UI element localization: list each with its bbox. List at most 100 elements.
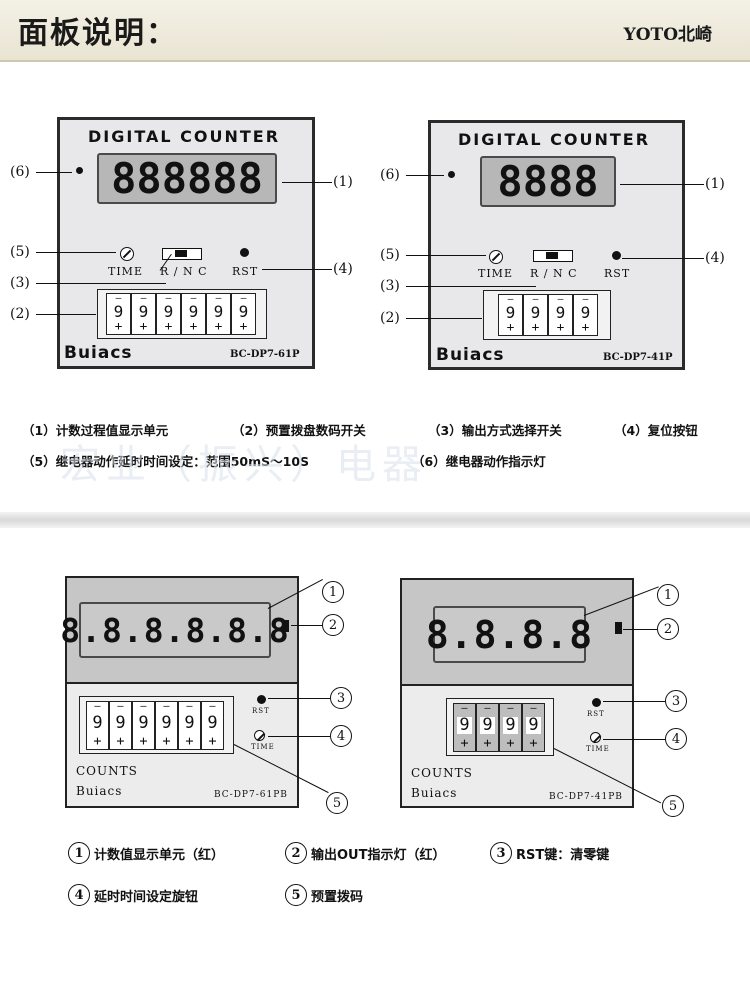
thumbwheel-value: 9 (503, 715, 518, 736)
thumbwheel-plus[interactable]: + (139, 319, 148, 335)
thumbwheel-minus[interactable]: — (115, 293, 122, 304)
thumbwheel-minus[interactable]: — (484, 703, 491, 714)
thumbwheel-digit[interactable]: —9+ (181, 293, 206, 335)
thumbwheel-minus[interactable]: — (140, 701, 147, 712)
thumbwheel-digit[interactable]: —9+ (499, 703, 522, 752)
thumbwheel-minus[interactable]: — (532, 294, 539, 305)
reset-button[interactable] (240, 248, 249, 257)
thumbwheel-value: 9 (182, 713, 197, 734)
thumbwheel-minus[interactable]: — (117, 701, 124, 712)
thumbwheel-digit[interactable]: —9+ (178, 701, 201, 750)
thumbwheel-minus[interactable]: — (240, 293, 247, 304)
num-callout-3: 3 (330, 687, 352, 709)
num-marker: 4 (68, 884, 90, 906)
header-bar (0, 0, 750, 62)
thumbwheel-plus[interactable]: + (531, 320, 540, 336)
thumbwheel-digit[interactable]: —9+ (231, 293, 256, 335)
time-adjust-knob[interactable] (590, 732, 601, 743)
thumbwheel-digit[interactable]: —9+ (156, 293, 181, 335)
display-6digit-dotted: 8.8.8.8.8.8 (60, 602, 289, 658)
thumbwheel-minus[interactable]: — (165, 293, 172, 304)
thumbwheel-minus[interactable]: — (186, 701, 193, 712)
thumbwheel-digit[interactable]: —9+ (201, 701, 224, 750)
time-adjust-knob[interactable] (489, 250, 503, 264)
thumbwheel-plus[interactable]: + (460, 735, 469, 752)
time-adjust-knob[interactable] (120, 247, 134, 261)
thumbwheel-minus[interactable]: — (507, 703, 514, 714)
thumbwheel-digit[interactable]: —9+ (206, 293, 231, 335)
callout-line (262, 269, 332, 270)
thumbwheel-value: 9 (186, 302, 201, 322)
legend-label: 输出OUT指示灯（红） (311, 847, 446, 863)
thumbwheel-minus[interactable]: — (163, 701, 170, 712)
callout-5: (5) (10, 244, 30, 260)
thumbwheel-digit[interactable]: —9+ (523, 294, 548, 336)
reset-button[interactable] (257, 695, 266, 704)
thumbwheel-digit[interactable]: —9+ (155, 701, 178, 750)
thumbwheel-digit[interactable]: —9+ (453, 703, 476, 752)
thumbwheel-plus[interactable]: + (506, 320, 515, 336)
thumbwheel-minus[interactable]: — (507, 294, 514, 305)
thumbwheel-minus[interactable]: — (557, 294, 564, 305)
brand-name: Buiacs (411, 786, 458, 800)
callout-2: (2) (10, 306, 30, 322)
thumbwheel-plus[interactable]: + (185, 733, 194, 750)
thumbwheel-minus[interactable]: — (461, 703, 468, 714)
thumbwheel-plus[interactable]: + (93, 733, 102, 750)
thumbwheel-plus[interactable]: + (581, 320, 590, 336)
thumbwheel-digit[interactable]: —9+ (106, 293, 131, 335)
time-label: TIME (251, 743, 275, 751)
thumbwheel-digit[interactable]: —9+ (86, 701, 109, 750)
reset-button[interactable] (592, 698, 601, 707)
num-marker: 1 (68, 842, 90, 864)
thumbwheel-value: 9 (211, 302, 226, 322)
thumbwheel-plus[interactable]: + (483, 735, 492, 752)
counts-label: COUNTS (76, 764, 138, 778)
thumbwheel-digit[interactable]: —9+ (132, 701, 155, 750)
thumbwheel-plus[interactable]: + (214, 319, 223, 335)
thumbwheel-plus[interactable]: + (189, 319, 198, 335)
thumbwheel-digit[interactable]: —9+ (573, 294, 598, 336)
thumbwheel-plus[interactable]: + (506, 735, 515, 752)
thumbwheel-digit[interactable]: —9+ (476, 703, 499, 752)
num-callout-2: 2 (322, 614, 344, 636)
thumbwheel-digit[interactable]: —9+ (131, 293, 156, 335)
thumbwheel-plus[interactable]: + (116, 733, 125, 750)
display-6digit: 888888 (97, 153, 277, 204)
thumbwheel-plus[interactable]: + (162, 733, 171, 750)
thumbwheel-minus[interactable]: — (215, 293, 222, 304)
legend-item-5: 5 预置拨码 (285, 884, 363, 906)
thumbwheel-plus[interactable]: + (164, 319, 173, 335)
thumbwheel-plus[interactable]: + (139, 733, 148, 750)
thumbwheel-minus[interactable]: — (582, 294, 589, 305)
reset-button[interactable] (612, 251, 621, 260)
thumbwheel-minus[interactable]: — (94, 701, 101, 712)
thumbwheel-minus[interactable]: — (530, 703, 537, 714)
thumbwheel-digit[interactable]: —9+ (548, 294, 573, 336)
thumbwheel-plus[interactable]: + (529, 735, 538, 752)
output-mode-switch[interactable] (533, 250, 573, 262)
callout-line (603, 739, 665, 740)
thumbwheel-digit[interactable]: —9+ (522, 703, 545, 752)
out-indicator-lamp (615, 622, 622, 634)
description-6: （6）继电器动作指示灯 (412, 454, 546, 469)
thumbwheel-plus[interactable]: + (208, 733, 217, 750)
thumbwheel-minus[interactable]: — (140, 293, 147, 304)
thumbwheel-value: 9 (90, 713, 105, 734)
callout-4: (4) (705, 250, 725, 266)
thumbwheel-plus[interactable]: + (114, 319, 123, 335)
thumbwheel-plus[interactable]: + (239, 319, 248, 335)
display-4digit-dotted: 8.8.8.8 (426, 606, 592, 663)
legend-item-3: 3 RST键：清零键 (490, 842, 609, 864)
thumbwheel-value: 9 (161, 302, 176, 322)
callout-line (603, 701, 665, 702)
thumbwheel-minus[interactable]: — (190, 293, 197, 304)
thumbwheel-digit[interactable]: —9+ (109, 701, 132, 750)
thumbwheel-digit[interactable]: —9+ (498, 294, 523, 336)
thumbwheel-minus[interactable]: — (209, 701, 216, 712)
thumbwheel-plus[interactable]: + (556, 320, 565, 336)
callout-line (36, 283, 166, 284)
time-adjust-knob[interactable] (254, 730, 265, 741)
rnc-label: R / N C (530, 267, 578, 280)
output-mode-switch[interactable] (162, 248, 202, 260)
